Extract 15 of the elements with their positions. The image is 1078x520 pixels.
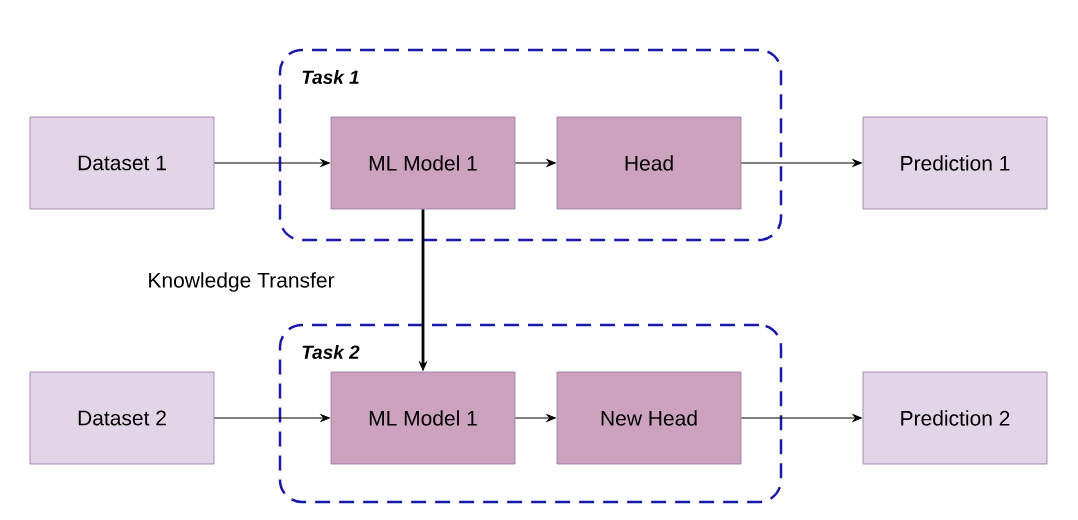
model-box: ML Model 1 [330, 371, 516, 465]
arrow [514, 159, 556, 167]
data-box: Prediction 1 [862, 116, 1048, 210]
data-box: Prediction 2 [862, 371, 1048, 465]
model-box: ML Model 1 [330, 116, 516, 210]
data-box: Dataset 1 [29, 116, 215, 210]
model-box: New Head [556, 371, 742, 465]
data-box: Dataset 2 [29, 371, 215, 465]
arrow [740, 414, 862, 422]
arrow [514, 414, 556, 422]
arrow [213, 159, 330, 167]
arrow [740, 159, 862, 167]
edge-label: Knowledge Transfer [146, 271, 336, 293]
arrow [213, 414, 330, 422]
model-box: Head [556, 116, 742, 210]
